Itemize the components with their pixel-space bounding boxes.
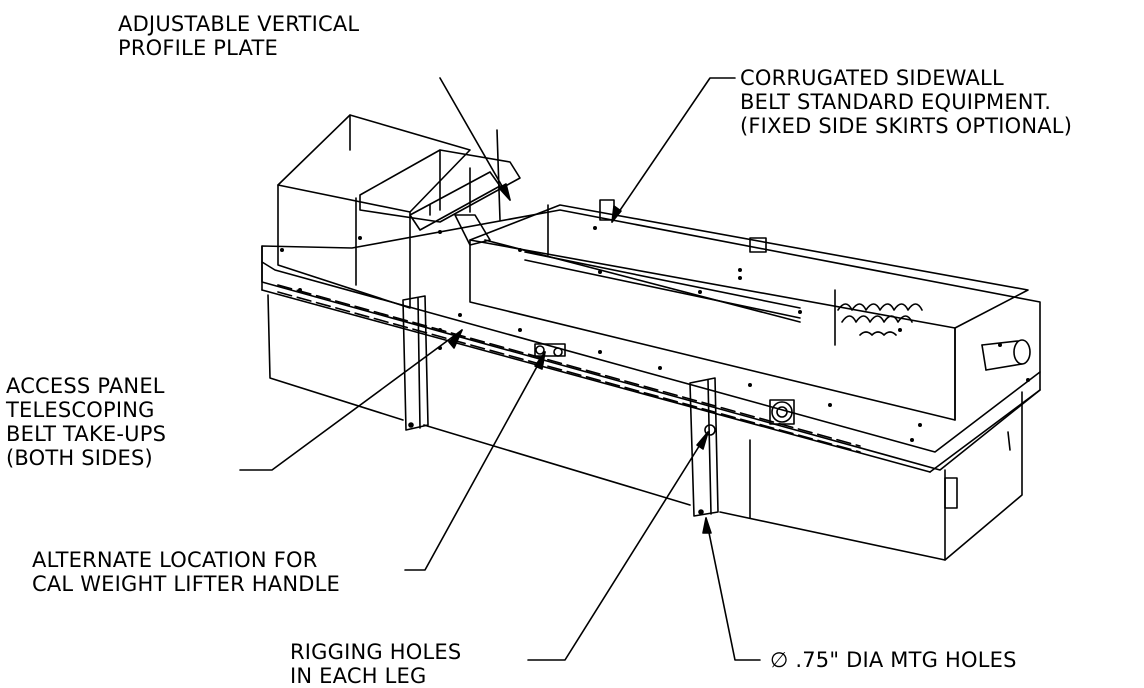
frame-flange [261,209,1041,473]
callout-line: RIGGING HOLES [290,640,462,664]
callout-line: (BOTH SIDES) [6,446,153,470]
callout-line: CORRUGATED SIDEWALL [740,66,1004,90]
callout-line: CAL WEIGHT LIFTER HANDLE [32,572,340,596]
callout-line: ADJUSTABLE VERTICAL [118,12,360,36]
leader-access-panel [239,329,463,471]
callout-access-panel: ACCESS PANEL TELESCOPING BELT TAKE-UPS (… [6,374,166,470]
callout-line: BELT STANDARD EQUIPMENT. [740,90,1052,114]
callout-cal-weight: ALTERNATE LOCATION FOR CAL WEIGHT LIFTER… [32,548,340,596]
callout-line: ∅ .75" DIA MTG HOLES [770,648,1017,672]
discharge-spout [981,339,1031,371]
lower-housing [267,294,1023,561]
corrugated-belt [837,303,923,336]
feed-end-box [277,114,471,309]
leader-mtg-holes [702,517,761,661]
callout-mtg-holes: ∅ .75" DIA MTG HOLES [770,648,1017,672]
callout-line: BELT TAKE-UPS [6,422,167,446]
callout-line: ALTERNATE LOCATION FOR [32,548,318,572]
callout-sidewall-belt: CORRUGATED SIDEWALL BELT STANDARD EQUIPM… [740,66,1072,138]
cal-weight-handle [534,343,566,357]
callout-profile-plate: ADJUSTABLE VERTICAL PROFILE PLATE [118,12,359,60]
leader-sidewall-belt [611,77,736,223]
callout-line: ACCESS PANEL [6,374,165,398]
callout-line: TELESCOPING [6,398,155,422]
bolt-holes [280,226,1030,442]
leader-rigging-holes [527,431,709,661]
callout-line: PROFILE PLATE [118,36,278,60]
leader-profile-plate [439,77,511,201]
callout-line: (FIXED SIDE SKIRTS OPTIONAL) [740,114,1073,138]
bearing-block [769,399,795,425]
leader-cal-weight [404,351,546,571]
callout-rigging-holes: RIGGING HOLES IN EACH LEG [290,640,461,688]
callout-line: IN EACH LEG [290,664,427,688]
support-legs [402,295,719,517]
skirt-board [469,199,1029,421]
profile-plate-frame [359,129,521,246]
